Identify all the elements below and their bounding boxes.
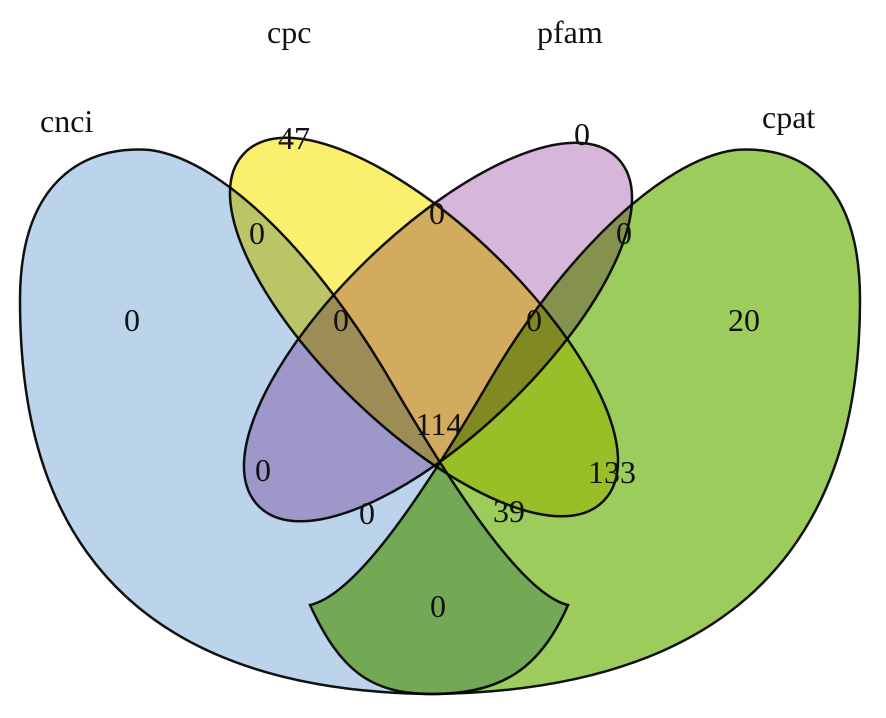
set-label-cpc: cpc — [267, 14, 311, 50]
count-cpc-cpat: 133 — [588, 454, 636, 490]
count-cnci-pfam: 0 — [255, 452, 271, 488]
count-cnci-cpc-pfam: 0 — [333, 302, 349, 338]
set-label-cnci: cnci — [40, 103, 93, 139]
count-cnci-only: 0 — [124, 302, 140, 338]
count-cpc-pfam-cpat: 0 — [526, 302, 542, 338]
count-cnci-cpat: 0 — [430, 588, 446, 624]
count-cnci-cpc-cpat: 39 — [493, 493, 525, 529]
set-shapes — [18, 136, 862, 696]
count-cpc-only: 47 — [278, 120, 310, 156]
count-cnci-cpc: 0 — [249, 215, 265, 251]
cpat-set-shape — [308, 148, 862, 696]
count-cpat-only: 20 — [728, 302, 760, 338]
region-counts: 0 47 0 20 0 0 0 0 0 114 0 133 0 39 0 — [124, 116, 760, 624]
count-pfam-only: 0 — [574, 116, 590, 152]
count-cnci-pfam-cpat: 0 — [359, 495, 375, 531]
set-label-cpat: cpat — [762, 99, 815, 135]
set-labels: cnci cpc pfam cpat — [40, 14, 815, 139]
count-cpc-pfam: 0 — [429, 195, 445, 231]
count-all-four: 114 — [416, 406, 463, 442]
set-label-pfam: pfam — [537, 14, 603, 50]
count-pfam-cpat: 0 — [616, 215, 632, 251]
